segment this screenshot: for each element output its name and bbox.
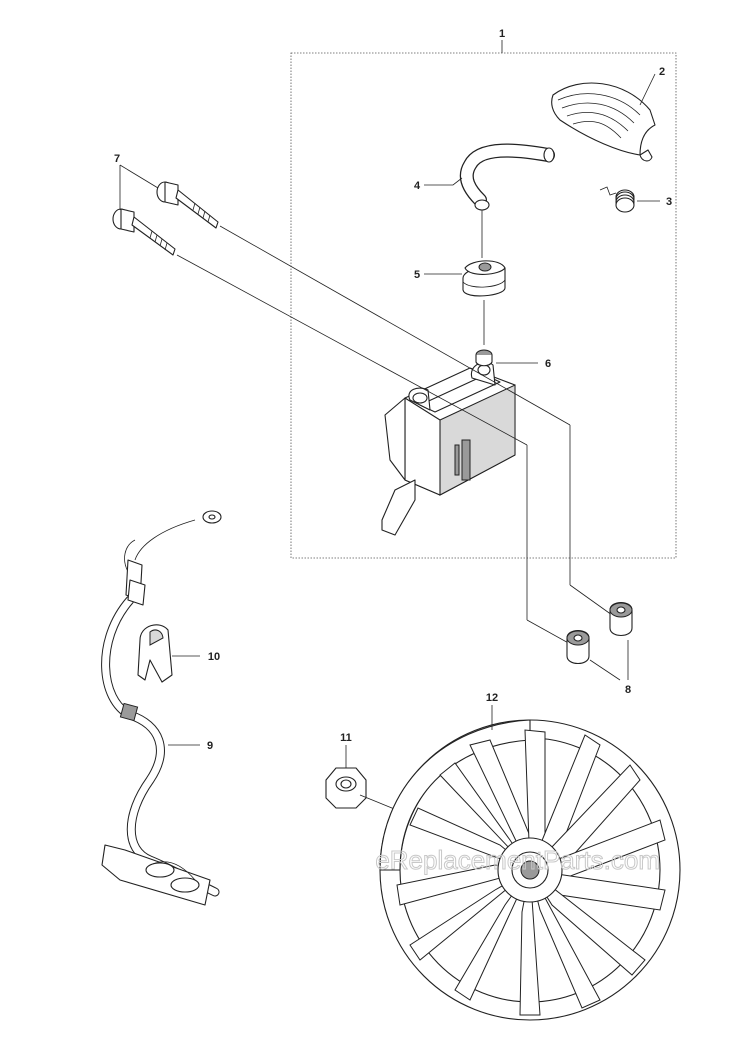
cover-part [551, 82, 656, 162]
screws-part [112, 181, 219, 256]
callout-12: 12 [486, 692, 498, 704]
callout-6: 6 [545, 358, 551, 370]
callout-2: 2 [659, 66, 665, 78]
grommet-part [462, 260, 506, 297]
callout-11: 11 [340, 732, 352, 744]
callout-1: 1 [499, 28, 505, 40]
callout-7: 7 [114, 153, 120, 165]
kit-boundary-box [290, 52, 677, 559]
wire-harness-part [101, 510, 222, 906]
nut-part [325, 767, 367, 809]
callout-3: 3 [666, 196, 672, 208]
spring-part [599, 186, 635, 213]
clip-part [137, 624, 173, 683]
ignition-module-part [381, 349, 516, 536]
flywheel-part [379, 719, 681, 1021]
callout-10: 10 [208, 651, 220, 663]
callout-9: 9 [207, 740, 213, 752]
hose-part [459, 143, 555, 211]
callout-4: 4 [414, 180, 421, 192]
callout-8: 8 [625, 684, 631, 696]
watermark-text: eReplacementParts.com [375, 845, 660, 875]
callout-5: 5 [414, 269, 420, 281]
washers-part [566, 601, 633, 665]
